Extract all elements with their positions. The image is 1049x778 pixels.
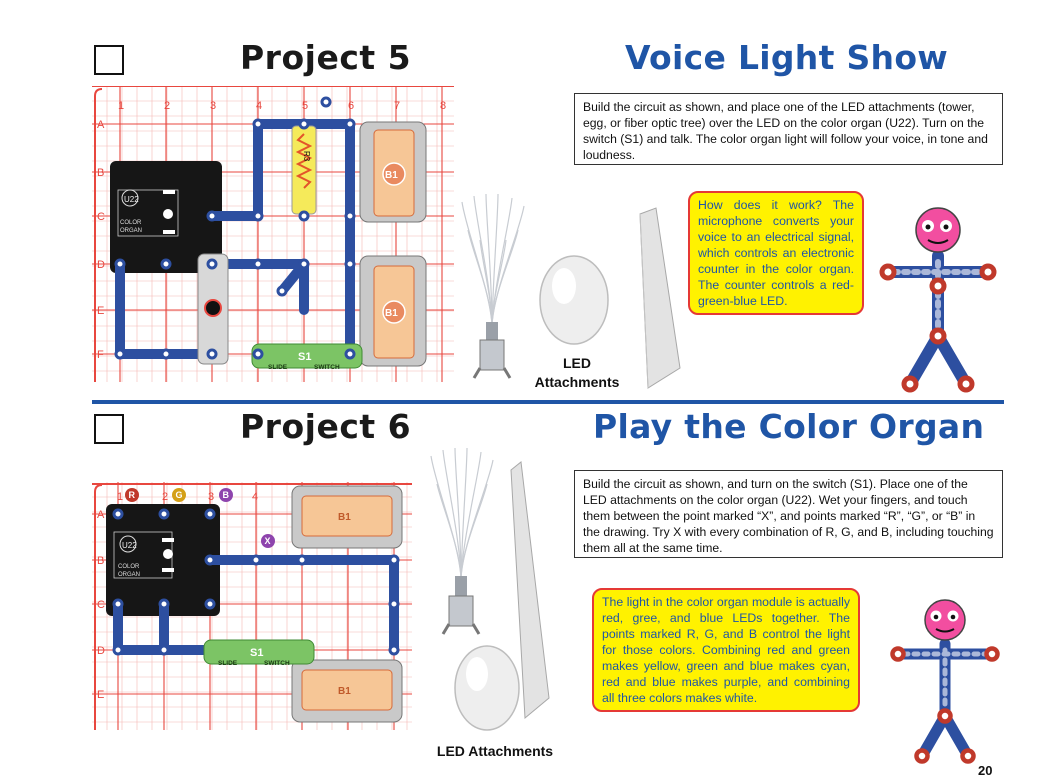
project6-mascot-figure	[890, 599, 1000, 764]
p6-row-a: A	[97, 509, 105, 521]
p6-point-r: R	[129, 490, 136, 500]
p6-switch-left: SLIDE	[218, 660, 238, 667]
p5-col-4: 4	[256, 100, 262, 112]
p5-row-a: A	[97, 119, 105, 131]
p6-u22-label: U22	[122, 541, 137, 550]
p6-tower-attachment	[510, 461, 550, 720]
p5-row-e: E	[97, 305, 104, 317]
project5-how-it-works-bubble: How does it work? The microphone convert…	[688, 191, 864, 315]
project6-led-attachments	[430, 448, 550, 731]
p5-slide-switch	[251, 343, 363, 369]
p5-u22-label: U22	[124, 195, 139, 204]
p5-row-b: B	[97, 167, 104, 179]
project6-explanation-bubble: The light in the color organ module is a…	[592, 588, 860, 712]
p6-row-d: D	[97, 645, 105, 657]
p5-switch-left: SLIDE	[268, 364, 288, 371]
project6-description: Build the circuit as shown, and turn on …	[574, 470, 1003, 558]
p5-tower-attachment	[639, 207, 681, 389]
p5-egg-attachment	[539, 255, 609, 345]
p6-egg-attachment	[454, 645, 520, 731]
p5-u22-sub2: ORGAN	[120, 228, 142, 234]
p5-caption-line2: Attachments	[534, 374, 620, 390]
project5-mascot-figure	[879, 207, 997, 393]
project5-name: Voice Light Show	[625, 38, 949, 77]
page-number: 20	[978, 763, 993, 778]
p6-point-g: G	[176, 490, 183, 500]
p6-row-c: C	[97, 599, 105, 611]
project5-led-attachments	[461, 193, 681, 389]
p5-col-1: 1	[118, 100, 124, 112]
p5-fiber-optic-tree	[461, 193, 525, 326]
section-divider	[92, 400, 1004, 404]
p6-fiber-optic-tree	[430, 448, 494, 579]
p5-battery-top-label: B1	[385, 170, 398, 181]
project6-checkbox[interactable]	[94, 414, 124, 444]
p6-switch-right: SWITCH	[264, 660, 290, 667]
p6-slide-switch	[203, 639, 315, 665]
p6-col-2: 2	[162, 491, 168, 503]
p6-row-e: E	[97, 689, 104, 701]
project5-circuit-diagram: 1 2 3 4 5 6 7 8 A B C D E F U22 COLOR OR…	[92, 86, 454, 382]
p5-switch-right: SWITCH	[314, 364, 340, 371]
p5-caption-line1: LED	[563, 355, 591, 371]
p5-resistor-label: R3	[302, 151, 311, 162]
p6-battery-bottom-label: B1	[338, 686, 351, 697]
project5-title: Project 5	[240, 38, 412, 77]
p6-u22-sub1: COLOR	[118, 564, 140, 570]
p6-point-b: B	[223, 490, 230, 500]
p6-u22-sub2: ORGAN	[118, 572, 140, 578]
p5-switch-label: S1	[298, 351, 311, 363]
p5-row-d: D	[97, 259, 105, 271]
p5-row-f: F	[97, 349, 104, 361]
p6-row-b: B	[97, 555, 104, 567]
p5-col-7: 7	[394, 100, 400, 112]
p5-resistor-r3	[291, 125, 317, 215]
p5-u22-sub1: COLOR	[120, 220, 142, 226]
project5-description: Build the circuit as shown, and place on…	[574, 93, 1003, 165]
project6-circuit-diagram: A B C D E 1 2 3 4 R G B X U22 COLOR ORGA…	[92, 482, 412, 730]
p5-col-5: 5	[302, 100, 308, 112]
p6-col-1: 1	[117, 491, 123, 503]
project6-name: Play the Color Organ	[593, 407, 985, 446]
p6-battery-top-label: B1	[338, 512, 351, 523]
p6-switch-label: S1	[250, 647, 263, 659]
p6-col-4: 4	[252, 491, 258, 503]
p5-row-c: C	[97, 211, 105, 223]
p6-point-x: X	[265, 536, 271, 546]
p5-battery-bottom-label: B1	[385, 308, 398, 319]
project5-checkbox[interactable]	[94, 45, 124, 75]
p5-col-8: 8	[440, 100, 446, 112]
p5-col-2: 2	[164, 100, 170, 112]
p5-col-6: 6	[348, 100, 354, 112]
p6-caption: LED Attachments	[436, 743, 554, 759]
project6-title: Project 6	[240, 407, 412, 446]
p5-col-3: 3	[210, 100, 216, 112]
p6-col-3: 3	[208, 491, 214, 503]
